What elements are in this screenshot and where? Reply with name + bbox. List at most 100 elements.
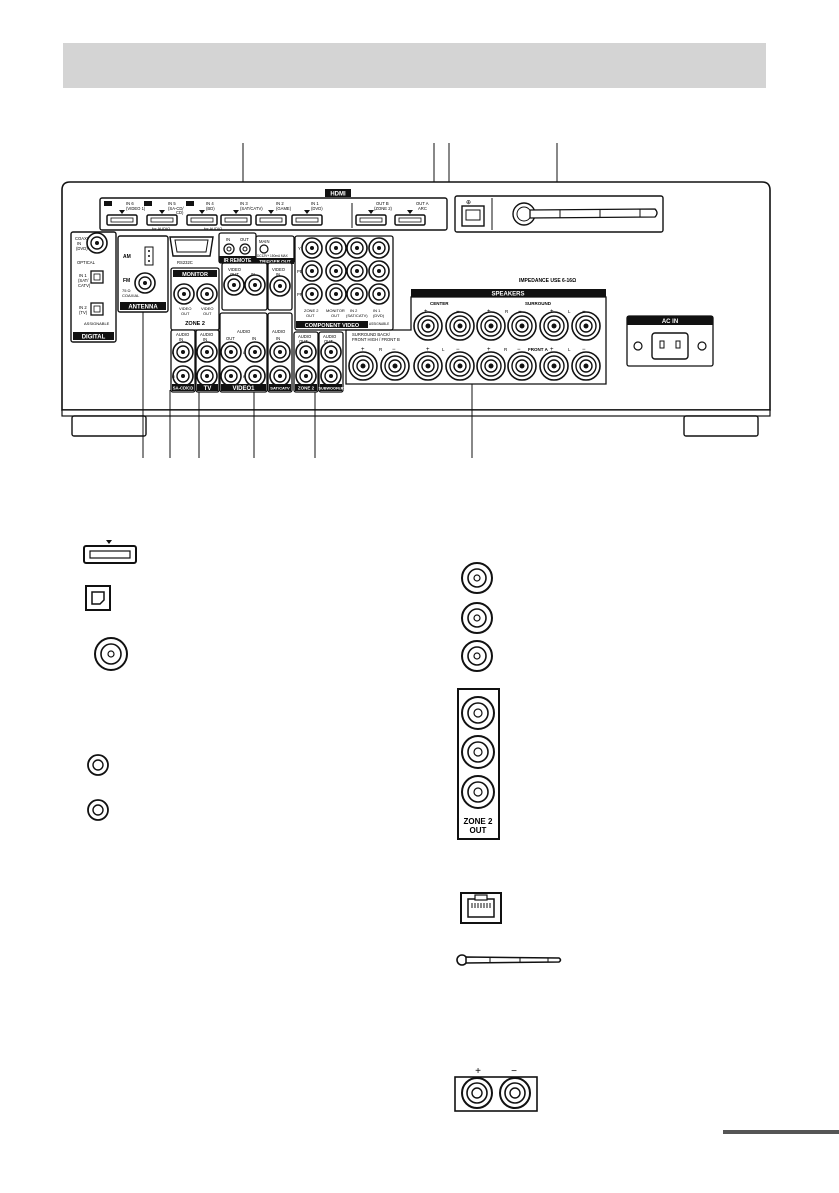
legend-small-jack-icon <box>87 799 109 821</box>
svg-text:IN 1: IN 1 <box>373 308 381 313</box>
svg-text:OUT: OUT <box>181 311 190 316</box>
monitor-zone2-panel: MONITOR VIDEO OUT VIDEO OUT ZONE 2 <box>170 267 220 331</box>
legend-hdmi-icon <box>83 540 137 564</box>
svg-text:CENTER: CENTER <box>430 301 449 306</box>
svg-text:SPEAKERS: SPEAKERS <box>491 292 524 298</box>
legend-component-jacks-icon <box>461 562 493 672</box>
svg-text:⊕: ⊕ <box>466 200 471 206</box>
svg-text:(DVD): (DVD) <box>311 206 323 211</box>
legend-zone2-out-label: OUT <box>470 826 487 835</box>
svg-text:MONITOR: MONITOR <box>182 272 208 278</box>
svg-text:OUT A: OUT A <box>416 201 429 206</box>
ac-in-panel: AC IN <box>626 315 714 367</box>
svg-text:AC IN: AC IN <box>662 319 678 325</box>
svg-text:ASSIGNABLE: ASSIGNABLE <box>84 321 110 326</box>
svg-text:COMPONENT VIDEO: COMPONENT VIDEO <box>305 323 360 329</box>
video1-video-panel: VIDEO OUT IN <box>221 262 268 311</box>
svg-text:PR: PR <box>297 292 303 297</box>
svg-text:(SAT/: (SAT/ <box>78 278 89 283</box>
hdmi-in6-port <box>106 214 138 226</box>
svg-text:SA-CD/CD: SA-CD/CD <box>173 386 193 391</box>
svg-text:VIDEO: VIDEO <box>228 267 242 272</box>
svg-text:ASSIGNABLE: ASSIGNABLE <box>369 322 389 326</box>
rs232c-port: RS232C <box>169 236 214 265</box>
svg-text:R: R <box>172 374 175 379</box>
audio-sacd-panel: AUDIO IN L R SA-CD/CD <box>170 329 196 393</box>
svg-text:IN 1: IN 1 <box>79 273 87 278</box>
svg-text:CATV): CATV) <box>78 283 91 288</box>
svg-text:DC12V+ 150mA MAX: DC12V+ 150mA MAX <box>257 254 289 258</box>
svg-text:−: − <box>582 347 586 353</box>
legend-zone2-out-icon: ZONE 2 OUT <box>457 688 500 840</box>
svg-text:(SA-CD/: (SA-CD/ <box>168 206 184 211</box>
svg-text:(GAME): (GAME) <box>276 206 292 211</box>
svg-text:AM: AM <box>123 254 131 260</box>
hdmi-in4-port <box>186 214 218 226</box>
svg-text:AUDIO: AUDIO <box>200 332 214 337</box>
hdmi-panel: HDMI IN 6 (VIDEO 1) IN 5 (SA-CD/ CD) IN … <box>99 189 448 231</box>
svg-text:OUT: OUT <box>306 313 315 318</box>
svg-text:DIGITAL: DIGITAL <box>82 335 106 341</box>
svg-text:75 Ω: 75 Ω <box>122 288 131 293</box>
svg-text:R: R <box>505 309 509 314</box>
svg-text:+: + <box>361 347 365 353</box>
svg-text:for AUDIO: for AUDIO <box>204 226 222 231</box>
svg-text:IN 4: IN 4 <box>206 201 214 206</box>
svg-text:OUT B: OUT B <box>376 201 389 206</box>
svg-text:+: + <box>475 1066 481 1077</box>
svg-text:VIDEO: VIDEO <box>201 306 213 311</box>
svg-text:FRONT A: FRONT A <box>528 347 549 352</box>
svg-text:R: R <box>243 374 246 379</box>
trigger-out-panel: MAIN DC12V+ 150mA MAX TRIGGER OUT <box>255 235 295 264</box>
svg-text:COAXIAL: COAXIAL <box>122 293 140 298</box>
svg-text:OPTICAL: OPTICAL <box>77 260 96 265</box>
speakers-panel: IMPEDANCE USE 6-16Ω SPEAKERS CENTER SURR… <box>345 278 607 385</box>
svg-text:IN 6: IN 6 <box>126 201 134 206</box>
svg-text:IN 1: IN 1 <box>311 201 319 206</box>
svg-text:OUT: OUT <box>240 237 249 242</box>
svg-text:IN 2: IN 2 <box>350 308 358 313</box>
svg-text:IN: IN <box>276 336 280 341</box>
svg-text:FRONT HIGH / FRONT B: FRONT HIGH / FRONT B <box>352 337 400 342</box>
svg-text:L: L <box>568 309 571 314</box>
subwoofer-panel: AUDIO OUT SUBWOOFER <box>318 331 344 393</box>
section-header-bar <box>63 43 766 88</box>
hdmi-outb-port <box>355 214 387 226</box>
svg-text:IMPEDANCE USE 6-16Ω: IMPEDANCE USE 6-16Ω <box>519 278 576 284</box>
legend-antenna-icon <box>456 954 562 966</box>
svg-text:L: L <box>568 347 571 352</box>
hdmi-in2-port <box>255 214 287 226</box>
svg-text:MONITOR: MONITOR <box>326 308 345 313</box>
audio-video1-panel: AUDIO OUT IN L R VIDEO1 <box>219 312 268 393</box>
svg-text:(SAT/CATV): (SAT/CATV) <box>346 313 368 318</box>
svg-text:(VIDEO 1): (VIDEO 1) <box>126 206 146 211</box>
svg-text:ARC: ARC <box>418 206 427 211</box>
svg-text:IN: IN <box>226 237 230 242</box>
svg-text:SURROUND: SURROUND <box>525 301 552 306</box>
svg-text:L: L <box>172 350 175 355</box>
svg-text:IR REMOTE: IR REMOTE <box>224 258 252 264</box>
svg-text:COAXIAL: COAXIAL <box>75 236 94 241</box>
hdmi-in1-port <box>291 214 323 226</box>
wireless-antenna <box>529 208 658 219</box>
hdmi-label: HDMI <box>330 192 346 198</box>
svg-text:IN 2: IN 2 <box>79 305 87 310</box>
svg-text:ZONE 2: ZONE 2 <box>304 308 319 313</box>
svg-text:IN: IN <box>179 337 183 342</box>
svg-text:(DVD): (DVD) <box>373 313 385 318</box>
svg-text:AUDIO: AUDIO <box>298 334 312 339</box>
svg-text:ZONE 2: ZONE 2 <box>185 321 205 327</box>
fm-antenna-jack <box>134 272 156 294</box>
svg-text:OUT: OUT <box>331 313 340 318</box>
svg-text:Y: Y <box>298 246 301 251</box>
svg-text:SUBWOOFER: SUBWOOFER <box>318 387 343 391</box>
svg-text:for AUDIO: for AUDIO <box>152 226 170 231</box>
svg-text:ANTENNA: ANTENNA <box>128 305 158 311</box>
legend-coaxial-icon <box>94 637 128 671</box>
continued-rule <box>723 1130 839 1134</box>
ir-remote-panel: IN OUT IR REMOTE <box>218 232 257 264</box>
hdmi-in5-port <box>146 214 178 226</box>
component-video-panel: Y PB PR ZONE 2 OUT MONITOR OUT IN 2 (SAT… <box>294 235 394 331</box>
audio-sat-catv-panel: AUDIO IN SAT/CATV <box>267 312 293 393</box>
